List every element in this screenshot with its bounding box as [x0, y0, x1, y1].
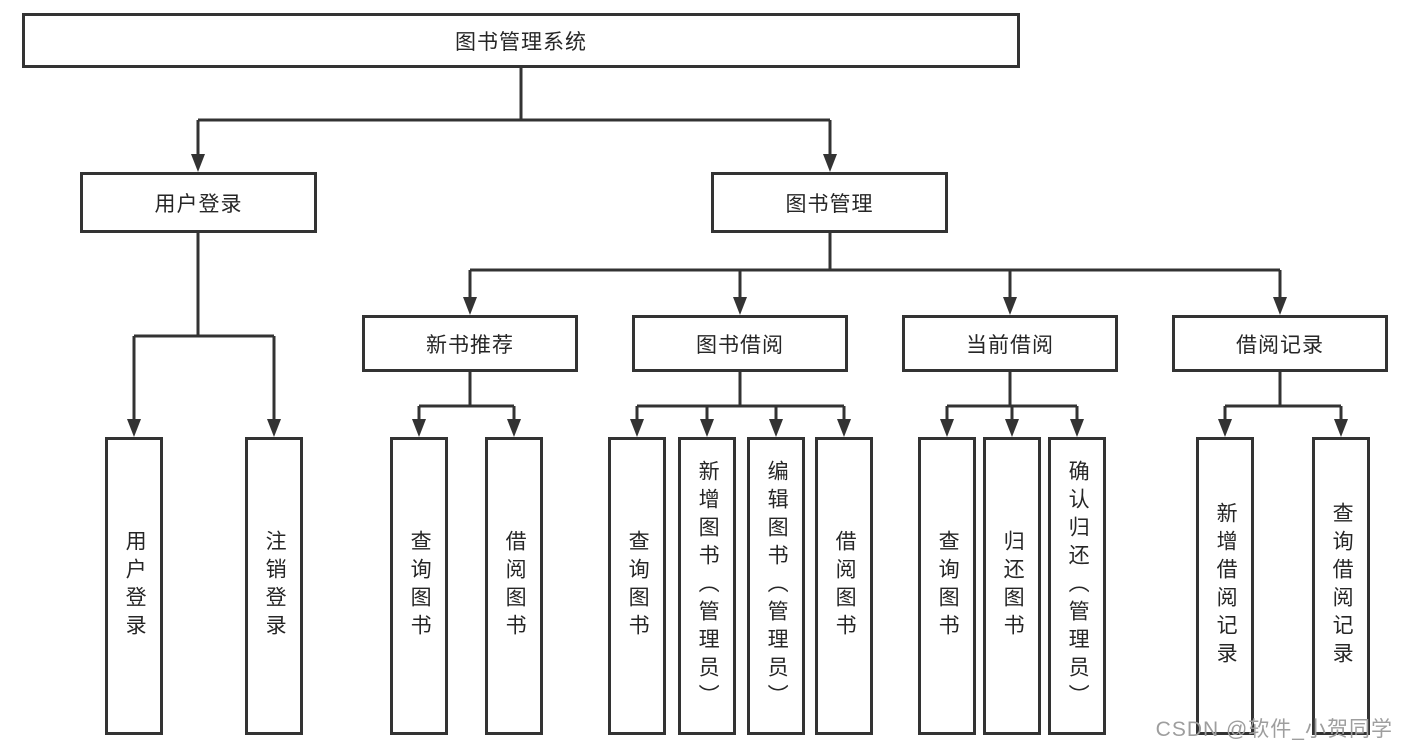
node-borrow-records: 借阅记录: [1172, 315, 1388, 372]
leaf-newbookrec-query-books: 查询图书: [390, 437, 448, 735]
leaf-bookborrow-edit-books-admin: 编辑图书（管理员）: [747, 437, 805, 735]
leaf-currentborrow-query-books-label: 查询图书: [936, 530, 960, 642]
leaf-bookborrow-edit-books-admin-label: 编辑图书（管理员）: [765, 460, 789, 712]
connector-root-to-level2: [196, 68, 832, 155]
arrowheads-book-borrow-fork: [630, 419, 851, 437]
leaf-records-add-borrow-record-label: 新增借阅记录: [1214, 502, 1238, 670]
connector-book-borrow-fork: [635, 372, 846, 420]
node-root-label: 图书管理系统: [455, 30, 587, 54]
leaf-bookborrow-query-books: 查询图书: [608, 437, 666, 735]
node-current-borrow: 当前借阅: [902, 315, 1118, 372]
connector-current-borrow-fork: [945, 372, 1079, 420]
leaf-currentborrow-query-books: 查询图书: [918, 437, 976, 735]
arrowheads-borrow-records-fork: [1218, 419, 1348, 437]
leaf-user-login-label: 用户登录: [123, 530, 147, 642]
node-new-book-recommend-label: 新书推荐: [426, 333, 514, 357]
connector-borrow-records-fork: [1223, 372, 1343, 420]
leaf-bookborrow-query-books-label: 查询图书: [626, 530, 650, 642]
arrowheads-user-login-fork: [127, 419, 281, 437]
leaf-currentborrow-return-books-label: 归还图书: [1001, 530, 1025, 642]
connector-user-login-fork: [132, 233, 276, 420]
leaf-records-add-borrow-record: 新增借阅记录: [1196, 437, 1254, 735]
node-book-management-label: 图书管理: [785, 192, 874, 216]
leaf-user-login: 用户登录: [105, 437, 163, 735]
arrowheads-book-management-fork: [463, 297, 1287, 315]
arrowheads-root-to-level2: [191, 154, 837, 172]
leaf-currentborrow-return-books: 归还图书: [983, 437, 1041, 735]
leaf-bookborrow-add-books-admin: 新增图书（管理员）: [678, 437, 736, 735]
node-new-book-recommend: 新书推荐: [362, 315, 578, 372]
connector-new-book-recommend-fork: [417, 372, 516, 420]
leaf-newbookrec-query-books-label: 查询图书: [408, 530, 432, 642]
node-root-library-system: 图书管理系统: [22, 13, 1020, 68]
csdn-watermark: CSDN @软件_小贺同学: [1155, 718, 1393, 741]
leaf-bookborrow-borrow-books: 借阅图书: [815, 437, 873, 735]
leaf-currentborrow-confirm-return-admin: 确认归还（管理员）: [1048, 437, 1106, 735]
node-user-login-label: 用户登录: [154, 192, 243, 216]
arrowheads-new-book-recommend-fork: [412, 419, 521, 437]
leaf-currentborrow-confirm-return-admin-label: 确认归还（管理员）: [1066, 460, 1090, 712]
node-user-login: 用户登录: [80, 172, 317, 233]
leaf-logout: 注销登录: [245, 437, 303, 735]
leaf-newbookrec-borrow-books-label: 借阅图书: [503, 530, 527, 642]
node-book-borrow: 图书借阅: [632, 315, 848, 372]
leaf-logout-label: 注销登录: [263, 530, 287, 642]
leaf-bookborrow-add-books-admin-label: 新增图书（管理员）: [696, 460, 720, 712]
connector-book-management-fork: [468, 233, 1282, 298]
node-book-management: 图书管理: [711, 172, 948, 233]
arrowheads-current-borrow-fork: [940, 419, 1084, 437]
leaf-newbookrec-borrow-books: 借阅图书: [485, 437, 543, 735]
node-book-borrow-label: 图书借阅: [696, 333, 784, 357]
leaf-bookborrow-borrow-books-label: 借阅图书: [833, 530, 857, 642]
node-borrow-records-label: 借阅记录: [1236, 333, 1324, 357]
node-current-borrow-label: 当前借阅: [966, 333, 1054, 357]
leaf-records-query-borrow-record: 查询借阅记录: [1312, 437, 1370, 735]
leaf-records-query-borrow-record-label: 查询借阅记录: [1330, 502, 1354, 670]
